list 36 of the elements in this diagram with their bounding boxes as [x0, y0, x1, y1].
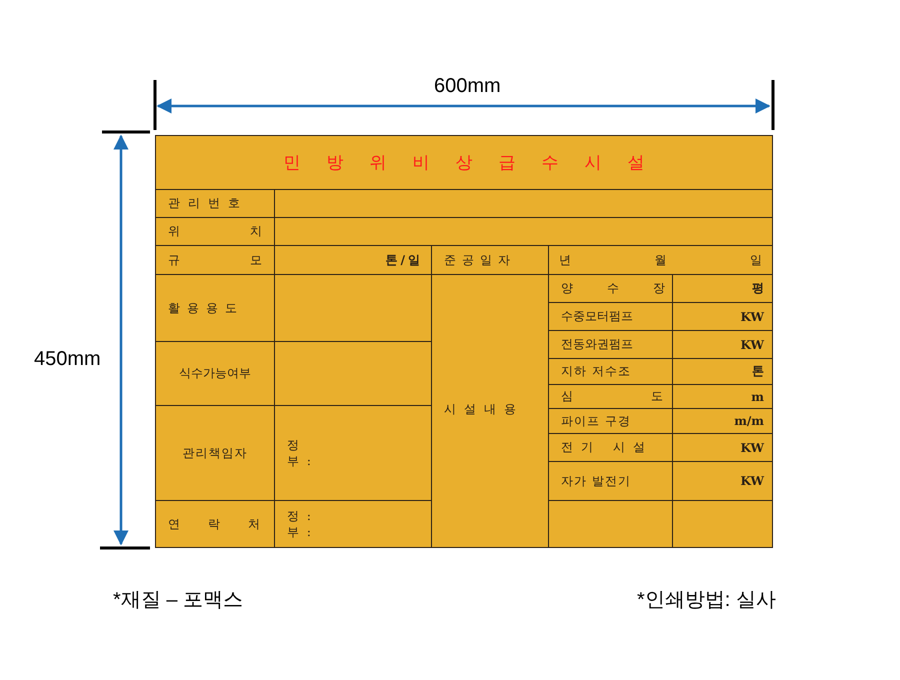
- cell-text: 심도: [560, 388, 672, 405]
- cell-text: 부 :: [286, 524, 314, 540]
- note-text: *재질 – 포맥스: [113, 588, 244, 613]
- dimension-label: 600mm: [434, 75, 501, 98]
- cell-text: m: [750, 390, 765, 404]
- cell-text: 톤/일: [384, 252, 424, 268]
- cell-text: KW: [740, 474, 766, 488]
- cell-text: 관리번호: [167, 195, 249, 212]
- cell-text: 파이프 구경: [560, 412, 632, 430]
- cell-text: 수중모터펌프: [560, 308, 634, 325]
- cell-text: 준공일자: [443, 252, 517, 268]
- cell-text: KW: [740, 338, 766, 352]
- cell-text: 평: [751, 280, 765, 297]
- note-text: *인쇄방법: 실사: [637, 588, 776, 613]
- cell-text: 시설내용: [443, 401, 525, 418]
- cell-text: 전기 시설: [560, 439, 654, 456]
- cell-text: m/m: [733, 414, 765, 428]
- cell-text: 전동와권펌프: [560, 336, 634, 353]
- cell-text: 관리책임자: [182, 444, 248, 462]
- cell-text: 활용용도: [167, 300, 245, 316]
- cell-text: 정 :: [286, 508, 314, 524]
- cell-text: KW: [740, 440, 766, 454]
- cell-text: 년 월 일: [558, 252, 763, 268]
- cell-text: 지하 저수조: [560, 363, 632, 380]
- cell-text: KW: [740, 310, 766, 324]
- cell-text: 위치: [167, 223, 274, 240]
- cell-text: 정: [286, 437, 302, 453]
- cell-text: 연락처: [167, 516, 274, 530]
- cell-text: 양수장: [560, 280, 672, 297]
- cell-text: 식수가능여부: [178, 365, 252, 382]
- cell-text: 자가 발전기: [560, 472, 632, 490]
- sign-title: 민방위비상급수시설: [284, 152, 670, 174]
- dimension-label: 450mm: [34, 348, 101, 371]
- cell-text: 톤: [751, 363, 765, 380]
- cell-text: 부 :: [286, 453, 314, 469]
- cell-text: 규모: [167, 252, 274, 268]
